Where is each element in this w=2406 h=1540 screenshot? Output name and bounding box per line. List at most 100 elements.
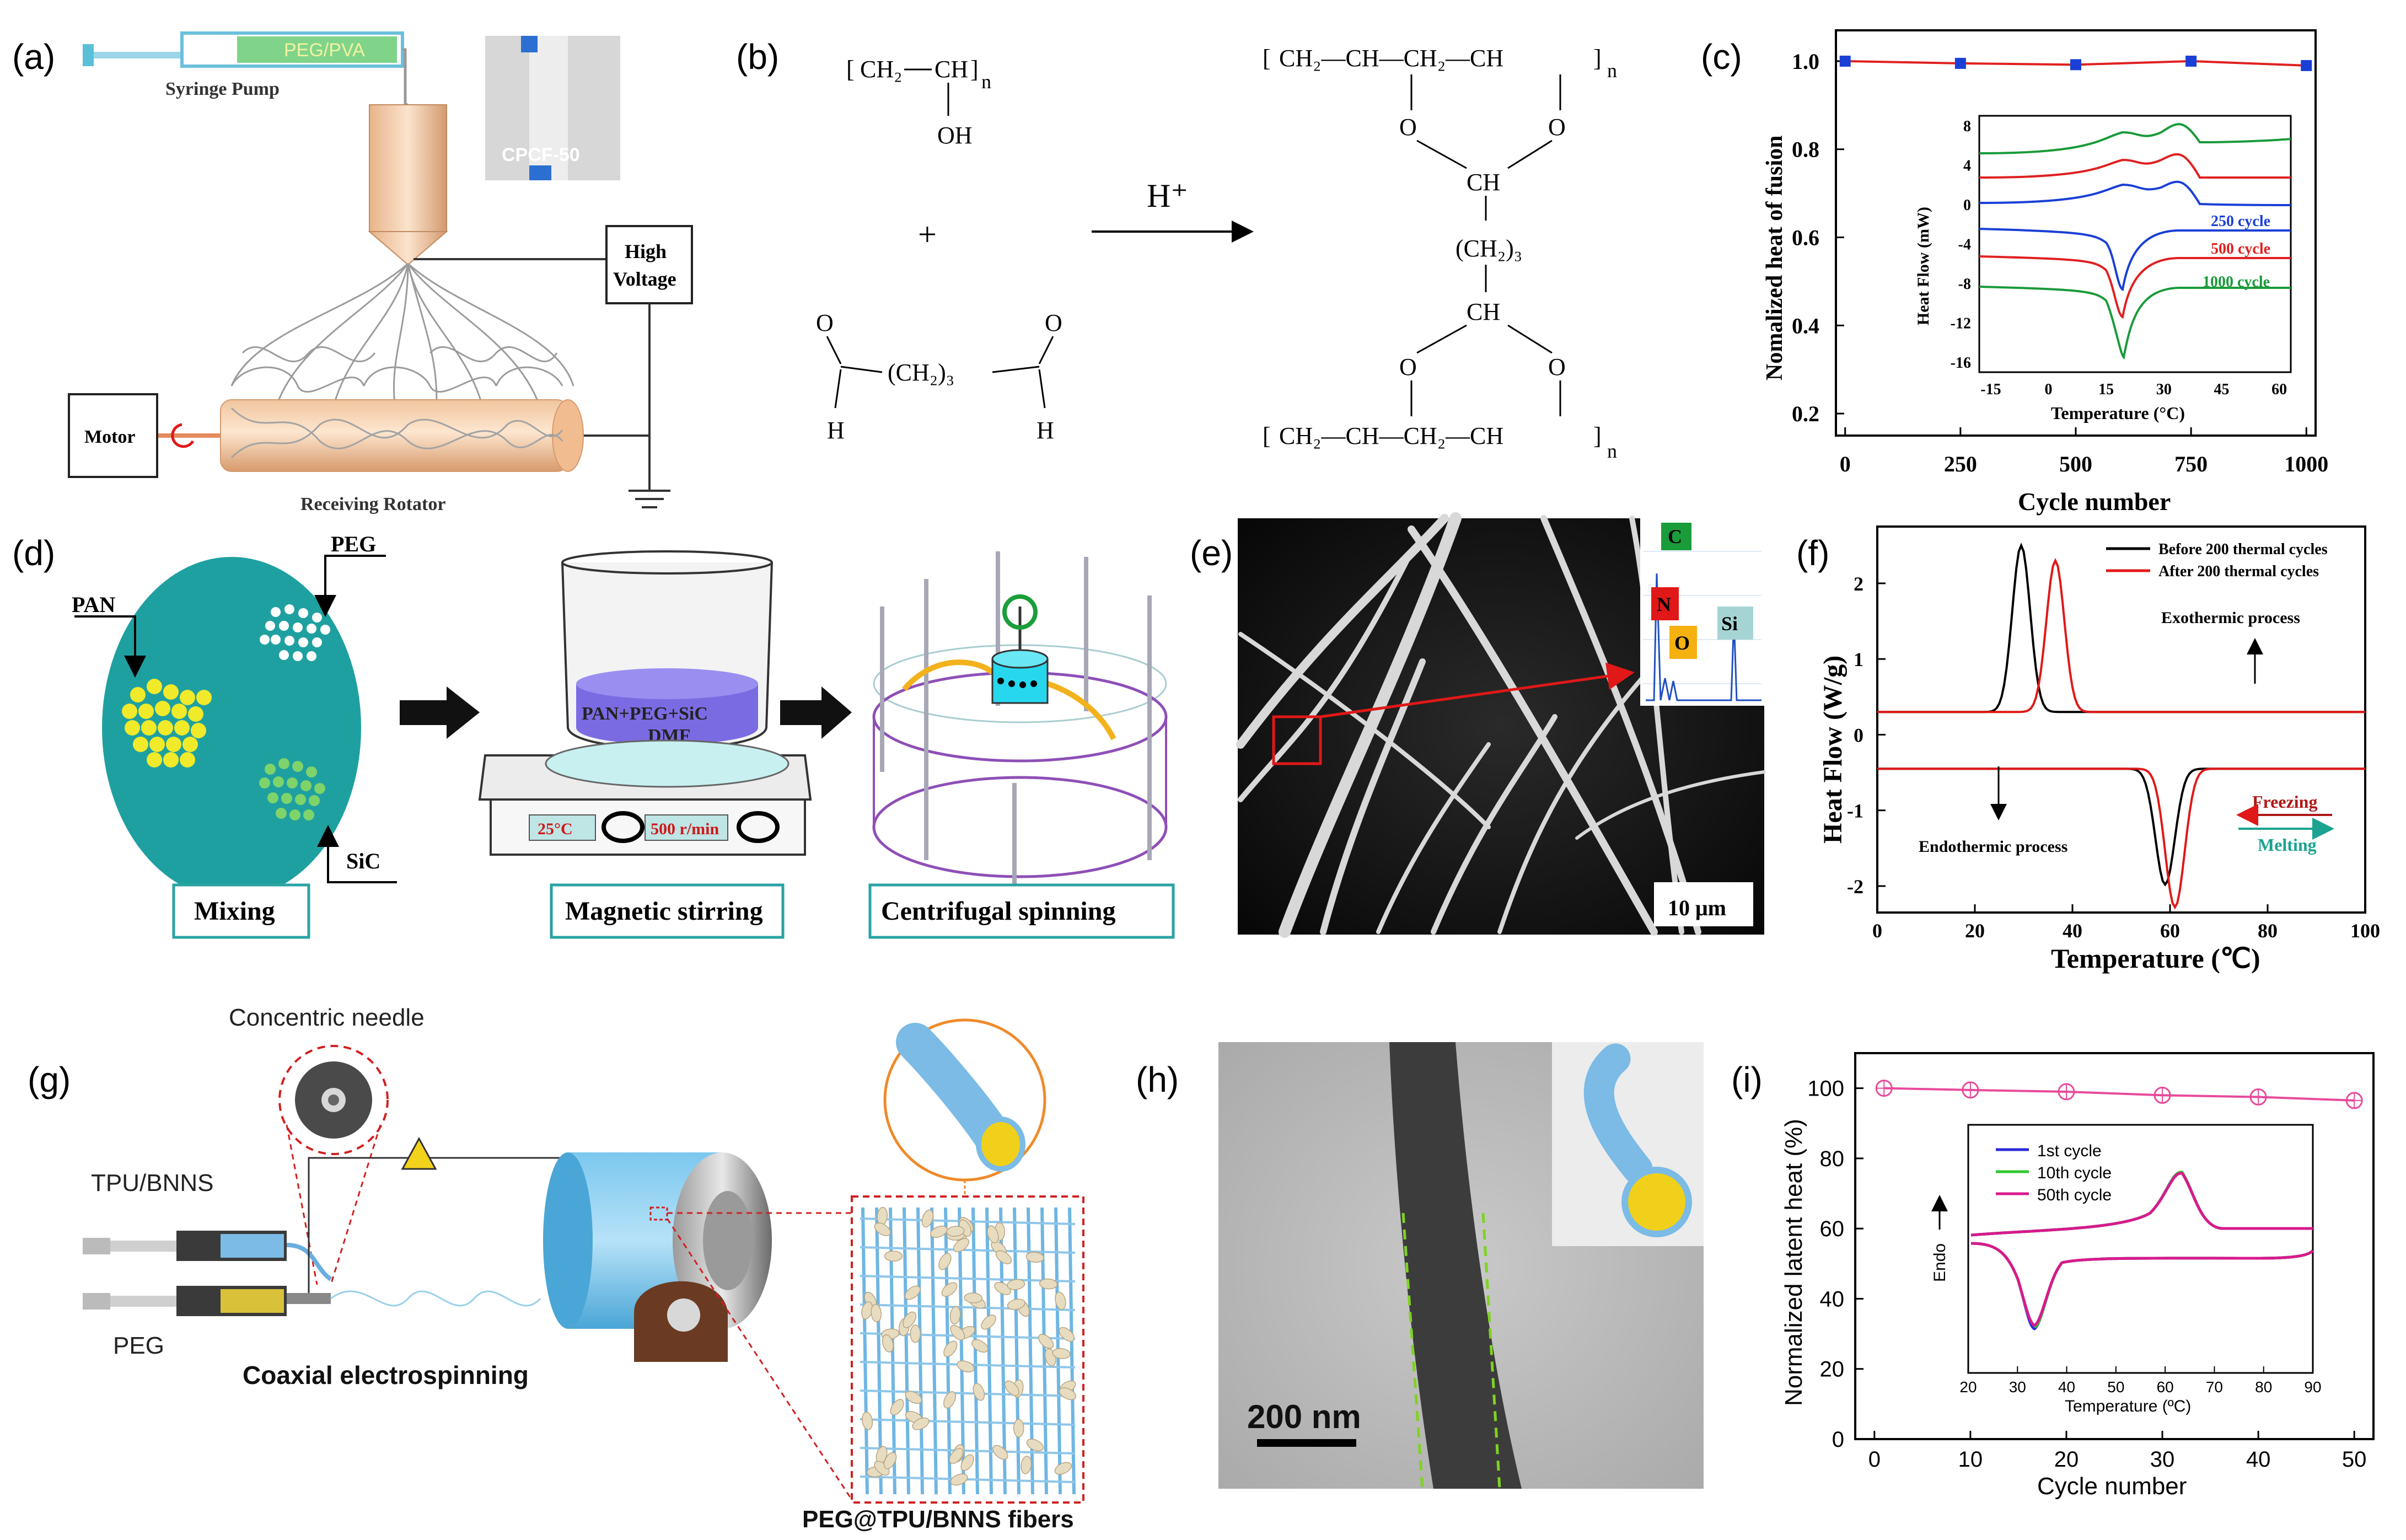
product-bracket-top-left: [ [1263, 45, 1271, 72]
bnns-flake [960, 1454, 974, 1471]
chart-c-inset-ytick: 0 [1963, 197, 1971, 214]
chart-f-xtick-label: 0 [1872, 920, 1882, 942]
photo-sample-strip [529, 36, 568, 180]
bnns-flake [874, 1222, 891, 1236]
chart-f-ytick-label: 0 [1854, 724, 1863, 746]
mat-fiber [930, 1207, 938, 1495]
chart-i-xtick-label: 30 [2150, 1447, 2175, 1472]
product-o4: O [1548, 353, 1566, 380]
chart-f-xtick-label: 40 [2063, 920, 2082, 942]
mat-fiber [916, 1207, 924, 1495]
syringe-peg-fluid [221, 1289, 284, 1313]
pan-pointer [74, 615, 146, 678]
bnns-flake [905, 1391, 922, 1404]
chart-c-inset-xlabel: Temperature (°C) [2051, 403, 2185, 423]
syringe-solution [237, 36, 397, 63]
chart-f-ytick-label: 2 [1854, 573, 1863, 595]
pva-bracket-right: ] [970, 56, 979, 83]
pan-particle [180, 690, 195, 705]
fibers-label: PEG@TPU/BNNS fibers [802, 1506, 1074, 1533]
tpu-tube [286, 1243, 332, 1281]
beaker-solution [576, 684, 758, 744]
chart-f-legend-1: After 200 thermal cycles [2158, 563, 2319, 580]
tem-core-boundary-2 [1481, 1212, 1501, 1489]
inset-curve-green-heat [1979, 123, 2291, 154]
peg-particle [320, 625, 330, 635]
chart-i-xtick-label: 0 [1868, 1447, 1881, 1472]
inset-curve-red-cool [1979, 255, 2291, 319]
sic-particle [314, 783, 325, 794]
syringe-2-plunger-end [83, 1293, 110, 1310]
product-o1: O [1399, 114, 1417, 141]
panel-g-coaxial: Concentric needle TPU/BNNS PEG Coaxial e… [83, 1004, 1084, 1533]
pan-particle [125, 720, 140, 736]
peg-particle [298, 608, 308, 618]
pan-particle [191, 723, 206, 738]
glut-bond-5 [834, 369, 842, 409]
chart-i-inset-xlabel: Temperature (ºC) [2065, 1397, 2191, 1415]
pan-particle [180, 752, 195, 768]
bnns-flake [949, 1448, 964, 1464]
spinneret-body [369, 104, 447, 232]
needle-zoom-line-1 [286, 1124, 318, 1285]
chart-i-xtick-label: 10 [1958, 1447, 1983, 1472]
chart-f-series [1877, 542, 2365, 910]
temp-display [529, 814, 596, 841]
sic-particle [281, 793, 292, 804]
chart-c-ytick-label: 0.8 [1792, 137, 1819, 162]
bnns-flake [973, 1383, 985, 1401]
pan-particle [149, 737, 165, 752]
temp-label: 25°C [538, 820, 573, 838]
chart-c-xlabel: Cycle number [2018, 487, 2171, 516]
panel-label-i: (i) [1731, 1060, 1763, 1099]
bnns-flake [950, 1473, 968, 1486]
eds-si-box [1717, 607, 1753, 640]
chart-i-inset-xtick: 60 [2157, 1378, 2174, 1396]
peg-particle [307, 624, 316, 634]
fiber-zoom-core [976, 1117, 1025, 1172]
bnns-flake [1052, 1348, 1071, 1359]
panel-label-e: (e) [1190, 533, 1233, 573]
tem-inset-core [1621, 1167, 1692, 1237]
syringe-plunger [94, 52, 182, 58]
stirrer-knob-1 [602, 811, 645, 843]
pan-particle [171, 704, 187, 719]
tem-inset-shell [1583, 1043, 1653, 1184]
chart-c-inset-xtick: 60 [2271, 381, 2287, 398]
sic-particle [259, 777, 270, 788]
glut-o2: O [1045, 309, 1062, 336]
pan-particle [158, 720, 173, 736]
pva-bracket-left: [ [846, 56, 855, 83]
product-bond-3 [1416, 139, 1467, 169]
mat-fiber-cross [860, 1246, 1076, 1254]
eds-c-box [1661, 523, 1691, 550]
step-stirring-box [550, 883, 785, 939]
syringe-plunger-end [83, 44, 94, 66]
chart-c-inset-ytick: -16 [1951, 355, 1971, 372]
product-bond-7 [1416, 324, 1467, 354]
bnns-flake [1059, 1327, 1075, 1342]
chart-c-xtick-label: 500 [2059, 452, 2092, 476]
chart-i-xtick-label: 20 [2054, 1447, 2079, 1472]
stirrer-knob-2 [737, 811, 780, 843]
chart-i-series [1875, 1080, 2363, 1109]
mat-fiber-cross [860, 1389, 1076, 1397]
speed-label: 500 r/min [651, 820, 719, 838]
syringe-1-plunger-end [83, 1238, 110, 1254]
mat-fiber [861, 1207, 869, 1495]
bnns-flake [890, 1399, 904, 1415]
syringe-2-plunger [110, 1296, 176, 1307]
pva-oh: OH [937, 122, 973, 149]
bnns-flake [1021, 1456, 1032, 1474]
spinneret-head-top [991, 649, 1049, 669]
panel-label-b: (b) [736, 37, 779, 77]
bnns-flake [1007, 1279, 1025, 1290]
chart-f-ylabel: Heat Flow (W/g) [1818, 656, 1848, 844]
step-mixing-box [172, 883, 310, 939]
bnns-flake [992, 1445, 1008, 1460]
chart-c-inset-ytick: -12 [1951, 315, 1971, 332]
chart-i-legend-0: 1st cycle [2037, 1142, 2102, 1160]
